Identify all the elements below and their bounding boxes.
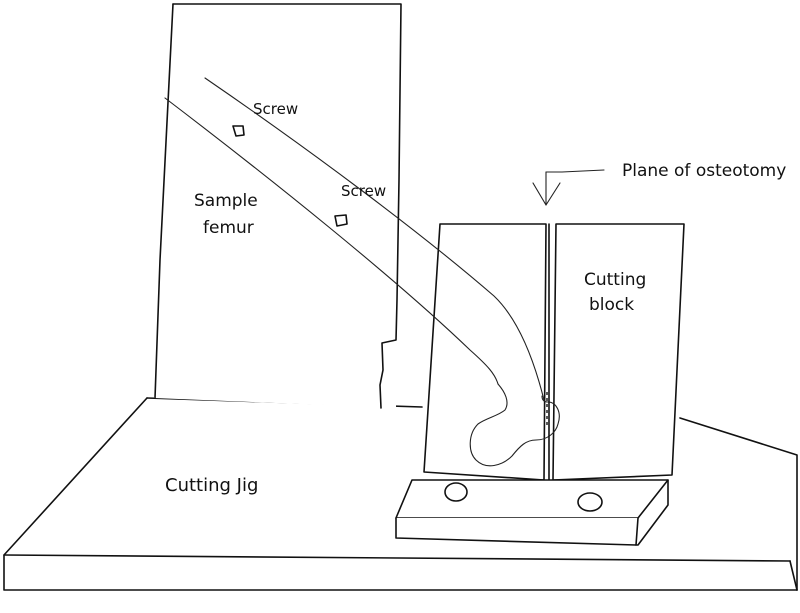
screw-top-marker — [232, 125, 245, 137]
sample-femur-panel — [154, 3, 402, 409]
cutting-jig-label: Cutting Jig — [165, 475, 258, 496]
sample-femur-label-line1: Sample — [194, 191, 258, 211]
cutting-jig-base — [3, 397, 798, 591]
femur-shaft — [164, 77, 545, 401]
bolt-hole-left — [444, 482, 468, 502]
sample-femur-label-line2: femur — [203, 218, 254, 238]
screw-bottom-label: Screw — [341, 182, 386, 200]
screw-bottom-marker — [334, 214, 348, 227]
plane-of-osteotomy-pointer — [532, 169, 605, 206]
cutting-block-right — [552, 223, 685, 481]
screw-top-label: Screw — [253, 100, 298, 118]
cutting-block-foot — [395, 479, 669, 546]
plane-of-osteotomy-label: Plane of osteotomy — [622, 161, 786, 181]
cutting-block-label-line2: block — [589, 295, 634, 315]
cutting-block-label-line1: Cutting — [584, 270, 646, 290]
femoral-head — [469, 383, 560, 467]
bolt-hole-right — [577, 492, 603, 512]
